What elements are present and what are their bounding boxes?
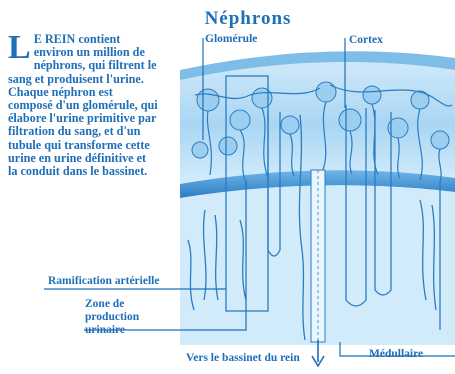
diagram-title: Néphrons — [178, 8, 318, 30]
glomerulus — [316, 82, 336, 102]
label-vers-bassinet: Vers le bassinet du rein — [186, 352, 300, 365]
intro-dropcap: L — [8, 34, 31, 62]
glomerulus — [192, 142, 208, 158]
glomerulus — [363, 86, 381, 104]
cortex-tissue — [180, 62, 455, 188]
glomerulus — [230, 110, 250, 130]
glomerulus — [219, 137, 237, 155]
glomerulus — [431, 131, 449, 149]
glomerulus — [339, 109, 361, 131]
label-glomerule: Glomérule — [205, 33, 257, 46]
label-medullaire: Médullaire — [369, 348, 423, 361]
label-ramification: Ramification artérielle — [48, 275, 159, 288]
label-cortex: Cortex — [349, 34, 383, 47]
glomerulus — [197, 89, 219, 111]
collecting-duct — [311, 170, 325, 342]
label-zone-production: Zone de production urinaire — [85, 298, 165, 337]
glomerulus — [252, 88, 272, 108]
glomerulus — [281, 116, 299, 134]
